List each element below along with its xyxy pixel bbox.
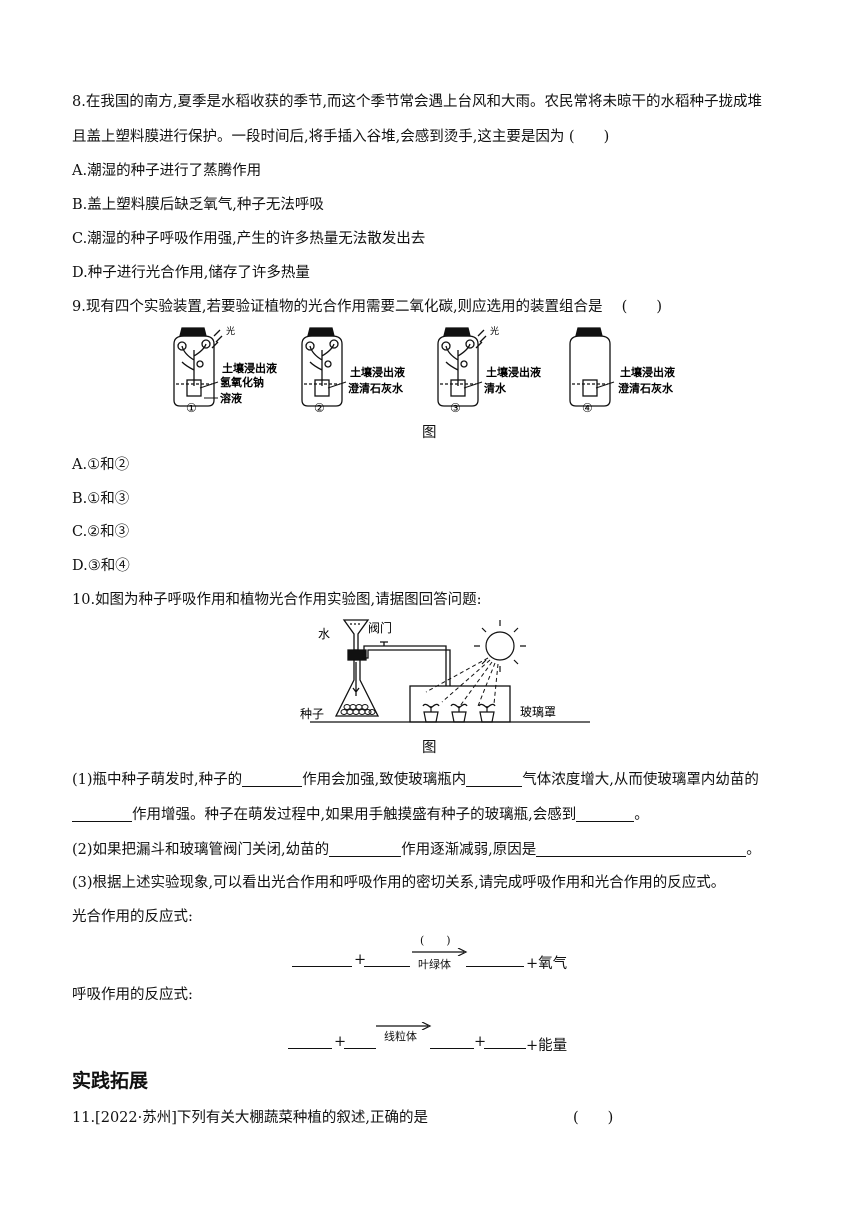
plus-sign: +: [474, 1034, 487, 1050]
jar-3: [437, 327, 483, 407]
jar-1: [173, 327, 219, 407]
photosynthesis-equation: + ( ) 叶绿体 +氧气: [292, 932, 592, 972]
jar2-soil-label: 土壤浸出液: [350, 365, 406, 379]
reaction-arrow-icon: [376, 1022, 432, 1030]
answer-blank[interactable]: [536, 842, 747, 857]
label-glass-cover: 玻璃罩: [520, 705, 556, 719]
answer-blank[interactable]: [484, 1034, 526, 1049]
q10-p1-text-b: 作用会加强,致使玻璃瓶内: [302, 772, 467, 788]
jar1-naoh-label-2: 溶液: [220, 391, 243, 405]
q8-stem-line2: 且盖上塑料膜进行保护。一段时间后,将手插入谷堆,会感到烫手,这主要是因为 ( ): [72, 129, 610, 145]
respiration-label: 呼吸作用的反应式:: [72, 987, 193, 1003]
light-label-3: 光: [490, 325, 499, 337]
oxygen-term: +氧气: [526, 956, 568, 972]
chloroplast-label: 叶绿体: [418, 958, 451, 971]
jar3-soil-label: 土壤浸出液: [486, 365, 542, 379]
q10-experiment-figure: 水 阀门 种子 玻璃罩: [300, 619, 590, 723]
answer-blank[interactable]: [288, 1034, 332, 1049]
q10-part3: (3)根据上述实验现象,可以看出光合作用和呼吸作用的密切关系,请完成呼吸作用和光…: [72, 875, 726, 891]
q9-option-d: D.③和④: [72, 558, 130, 574]
light-rays-3: [475, 329, 487, 349]
q8-option-d: D.种子进行光合作用,储存了许多热量: [72, 265, 310, 281]
answer-blank[interactable]: [292, 952, 352, 967]
arrow-condition-blank: ( ): [420, 934, 451, 947]
q10-p1-text-e: 。: [634, 807, 649, 823]
q10-part1-line2: 作用增强。种子在萌发过程中,如果用手触摸盛有种子的玻璃瓶,会感到 。: [72, 805, 649, 825]
reaction-arrow-icon: [412, 948, 468, 956]
jar1-soil-label: 土壤浸出液: [222, 361, 278, 375]
q9-stem: 9.现有四个实验装置,若要验证植物的光合作用需要二氧化碳,则应选用的装置组合是 …: [72, 299, 662, 315]
flask-apparatus: [310, 619, 590, 723]
jar4-limewater-label: 澄清石灰水: [618, 381, 674, 395]
answer-blank[interactable]: [344, 1034, 376, 1049]
jar-number-4: ④: [582, 401, 593, 415]
jar1-naoh-label-1: 氢氧化钠: [220, 375, 264, 389]
q10-p1-text-d: 作用增强。种子在萌发过程中,如果用手触摸盛有种子的玻璃瓶,会感到: [132, 807, 577, 823]
q10-part1-line1: (1)瓶中种子萌发时,种子的 作用会加强,致使玻璃瓶内 气体浓度增大,从而使玻璃罩内…: [72, 770, 759, 790]
plus-sign: +: [334, 1034, 347, 1050]
q11-stem: 11.[2022·苏州]下列有关大棚蔬菜种植的叙述,正确的是 ( ): [72, 1110, 614, 1126]
photosynthesis-label: 光合作用的反应式:: [72, 909, 193, 925]
label-valve: 阀门: [368, 620, 392, 635]
mitochondria-label: 线粒体: [384, 1030, 417, 1043]
q9-option-b: B.①和③: [72, 491, 130, 507]
q8-option-c: C.潮湿的种子呼吸作用强,产生的许多热量无法散发出去: [72, 231, 426, 247]
label-seed: 种子: [300, 707, 324, 721]
jar2-limewater-label: 澄清石灰水: [348, 381, 404, 395]
answer-blank[interactable]: [329, 842, 402, 857]
jar4-soil-label: 土壤浸出液: [620, 365, 676, 379]
jar-number-3: ③: [450, 401, 461, 415]
jar-2: [301, 327, 347, 407]
answer-blank[interactable]: [430, 1034, 474, 1049]
q9-option-a: A.①和②: [72, 457, 130, 473]
answer-blank[interactable]: [466, 952, 524, 967]
q10-p2-text-a: (2)如果把漏斗和玻璃管阀门关闭,幼苗的: [72, 842, 330, 858]
q10-p1-text-c: 气体浓度增大,从而使玻璃罩内幼苗的: [522, 772, 759, 788]
seeds: [340, 704, 376, 715]
energy-term: +能量: [526, 1038, 568, 1054]
respiration-equation: + 线粒体 + +能量: [288, 1014, 588, 1054]
light-label-1: 光: [226, 325, 235, 337]
seedlings: [422, 703, 496, 723]
q9-figure-caption: 图: [422, 425, 437, 441]
q10-figure-caption: 图: [422, 740, 437, 756]
q8-option-a: A.潮湿的种子进行了蒸腾作用: [72, 163, 262, 179]
answer-blank[interactable]: [466, 772, 523, 787]
q8-option-b: B.盖上塑料膜后缺乏氧气,种子无法呼吸: [72, 197, 324, 213]
answer-blank[interactable]: [242, 772, 303, 787]
answer-blank[interactable]: [576, 807, 635, 822]
plus-sign: +: [354, 952, 367, 968]
light-rays-1: [211, 329, 223, 349]
q10-p2-text-c: 。: [746, 842, 761, 858]
label-water: 水: [318, 627, 330, 641]
q10-stem: 10.如图为种子呼吸作用和植物光合作用实验图,请据图回答问题:: [72, 592, 482, 608]
q10-p2-text-b: 作用逐渐减弱,原因是: [401, 842, 537, 858]
q10-part2: (2)如果把漏斗和玻璃管阀门关闭,幼苗的 作用逐渐减弱,原因是 。: [72, 840, 761, 860]
section-heading: 实践拓展: [72, 1070, 149, 1092]
jar-number-2: ②: [314, 401, 325, 415]
answer-blank[interactable]: [364, 952, 410, 967]
jar-number-1: ①: [186, 401, 197, 415]
jar-4: [569, 327, 615, 407]
light-rays: [425, 657, 499, 707]
sun-icon: [474, 620, 526, 672]
q9-option-c: C.②和③: [72, 524, 130, 540]
jar3-water-label: 清水: [484, 381, 507, 395]
q10-p1-text-a: (1)瓶中种子萌发时,种子的: [72, 772, 243, 788]
answer-blank[interactable]: [72, 807, 132, 822]
q9-experiment-figure: 光 土壤浸出液 氢氧化钠 溶液 ① 土壤浸出液 澄清石灰水 ② 光 土壤浸出液 …: [173, 325, 676, 415]
q8-stem-line1: 8.在我国的南方,夏季是水稻收获的季节,而这个季节常会遇上台风和大雨。农民常将未…: [72, 94, 763, 110]
